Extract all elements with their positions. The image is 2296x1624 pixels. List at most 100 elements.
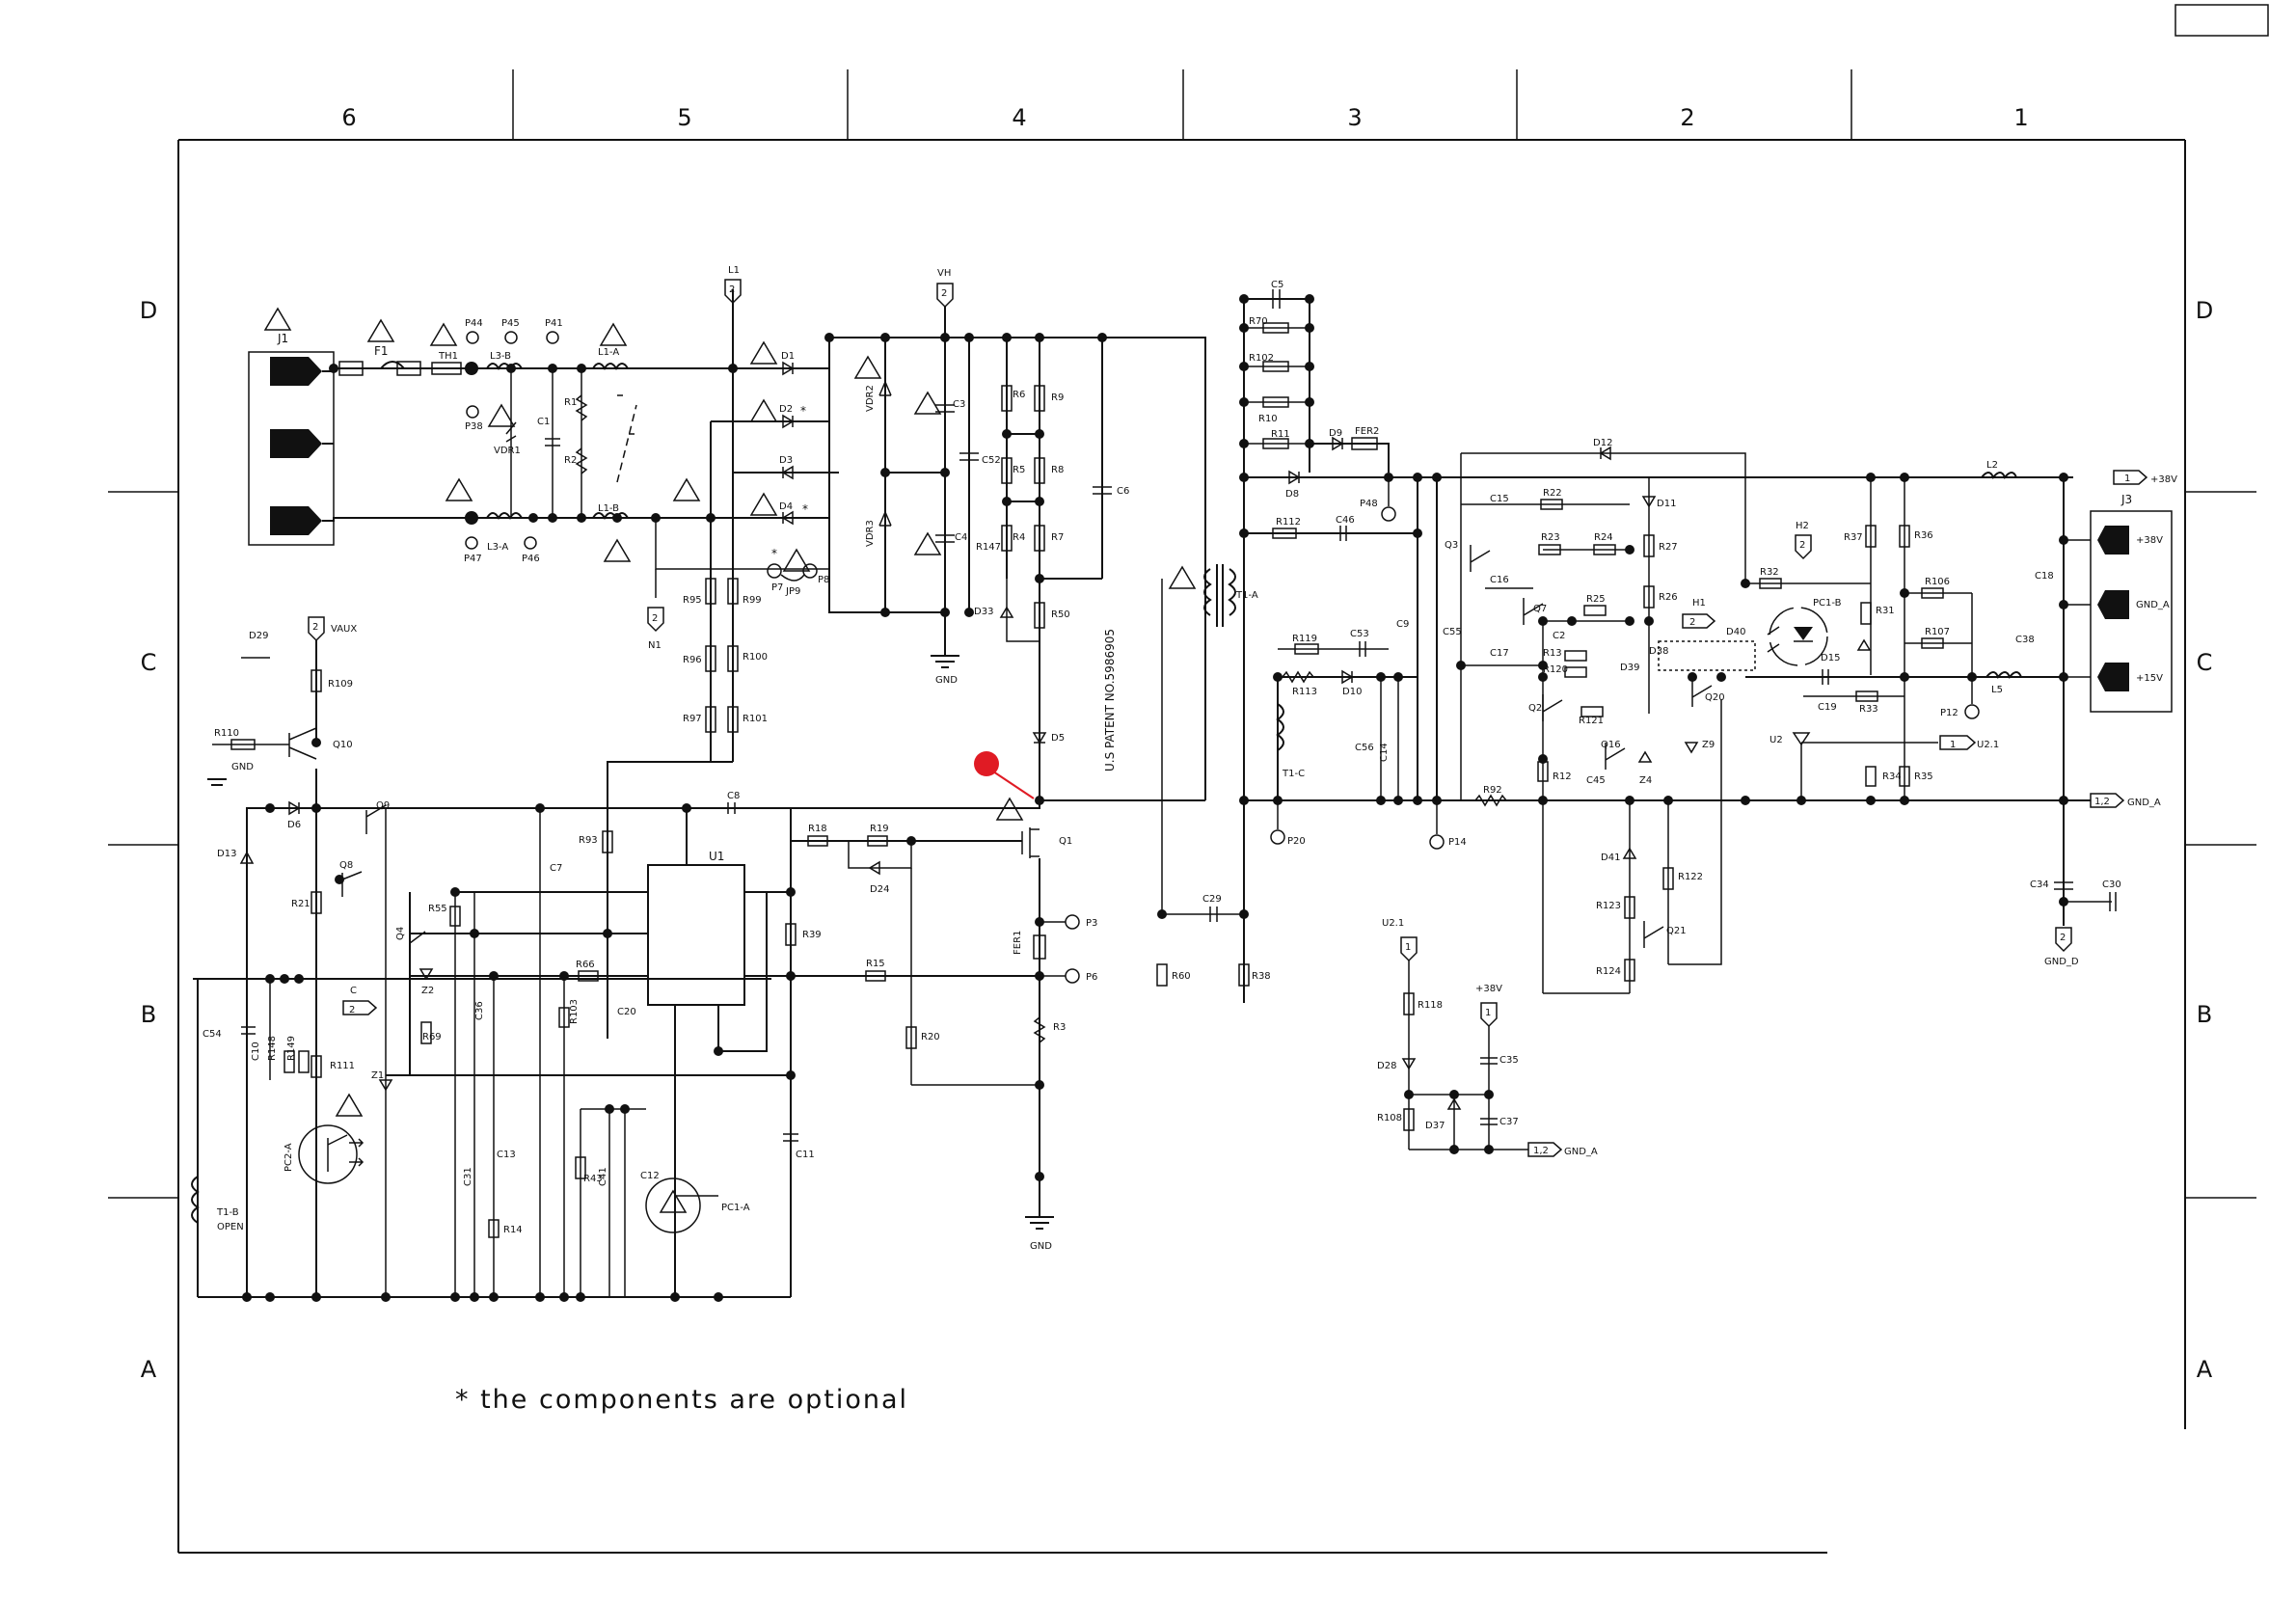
- zone-row-d-right: D: [2196, 297, 2213, 324]
- c20-label: C20: [617, 1007, 636, 1017]
- j3-pin-2-label: GND_A: [2136, 600, 2170, 610]
- resistor-r9: [1034, 385, 1045, 412]
- r55-label: R55: [428, 904, 447, 914]
- c12-label: C12: [640, 1171, 660, 1181]
- c53-label: C53: [1350, 629, 1369, 639]
- j1-pin-1[interactable]: [270, 357, 322, 386]
- diode-d11: [1641, 496, 1657, 508]
- h2-label: H2: [1796, 521, 1809, 531]
- resistor-r7: [1034, 525, 1045, 552]
- r26-label: R26: [1659, 592, 1678, 603]
- r37-label: R37: [1844, 532, 1863, 543]
- r11-label: R11: [1271, 429, 1290, 440]
- j1-pin-3[interactable]: [270, 506, 322, 535]
- r96-label: R96: [683, 655, 702, 665]
- r103-label: R103: [569, 999, 580, 1024]
- testpoint-p7[interactable]: [767, 563, 782, 579]
- j1-pin-2[interactable]: [270, 429, 322, 458]
- vdr3-label: VDR3: [865, 520, 876, 547]
- j3-pin-3[interactable]: [2097, 663, 2129, 691]
- testpoint-p20[interactable]: [1270, 829, 1285, 845]
- varistor-vdr1: [505, 421, 517, 443]
- r39-label: R39: [802, 930, 822, 940]
- resistor-r118: [1403, 992, 1415, 1015]
- marker-dot[interactable]: [974, 751, 999, 776]
- r7-label: R7: [1051, 532, 1064, 543]
- c35-label: C35: [1499, 1055, 1519, 1066]
- c37-label: C37: [1499, 1117, 1519, 1127]
- input-section: J1 F1 TH1 P44 P38 P47 L3-B L3-A VDR1 P45…: [248, 318, 829, 564]
- j3-pin-2[interactable]: [2097, 590, 2129, 619]
- r110-label: R110: [214, 728, 239, 739]
- transistor-q8: [341, 871, 363, 897]
- resistor-r26: [1643, 585, 1655, 609]
- testpoint-p46[interactable]: [524, 536, 537, 550]
- connector-j1[interactable]: [248, 351, 335, 546]
- testpoint-p41[interactable]: [546, 331, 559, 344]
- r13-label: R13: [1543, 648, 1562, 659]
- q16-label: Q16: [1601, 740, 1621, 750]
- r69-label: R69: [422, 1032, 442, 1042]
- r2-label: R2: [564, 455, 577, 466]
- resistor-r100: [727, 645, 739, 672]
- resistor-r109: [311, 669, 322, 692]
- c45-label: C45: [1586, 775, 1606, 786]
- gndd-label: GND_D: [2044, 957, 2079, 967]
- f1-label: F1: [374, 344, 389, 358]
- r60-label: R60: [1172, 971, 1191, 982]
- resistor-r2: [575, 447, 588, 474]
- testpoint-p14[interactable]: [1429, 834, 1445, 850]
- mosfet-q1: [1021, 827, 1040, 858]
- testpoint-p12[interactable]: [1964, 704, 1980, 719]
- flag-gnda-right: [2090, 793, 2125, 808]
- r107-label: R107: [1925, 627, 1950, 637]
- r6-label: R6: [1013, 390, 1025, 400]
- resistor-r24: [1593, 544, 1616, 555]
- pc1b-label: PC1-B: [1813, 598, 1842, 609]
- optocoupler-pc1a: [645, 1177, 701, 1233]
- flag-c: [342, 1000, 378, 1015]
- resistor-r32: [1759, 578, 1782, 589]
- resistor-r22: [1540, 499, 1563, 510]
- resistor-r101: [727, 706, 739, 733]
- testpoint-p3[interactable]: [1065, 914, 1080, 930]
- d6-label: D6: [287, 820, 301, 830]
- testpoint-p38[interactable]: [466, 405, 479, 419]
- testpoint-p8[interactable]: [802, 563, 818, 579]
- flag-h1-number: 2: [1689, 617, 1695, 628]
- r36-label: R36: [1914, 530, 1933, 541]
- testpoint-p47[interactable]: [465, 536, 478, 550]
- resistor-r36: [1899, 525, 1910, 548]
- testpoint-p45[interactable]: [504, 331, 518, 344]
- c7-label: C7: [550, 863, 562, 874]
- r8-label: R8: [1051, 465, 1064, 475]
- testpoint-p48[interactable]: [1381, 506, 1396, 522]
- testpoint-p6[interactable]: [1065, 968, 1080, 984]
- q20-label: Q20: [1705, 692, 1725, 703]
- zone-row-c-left: C: [141, 649, 157, 676]
- d11-label: D11: [1657, 499, 1676, 509]
- resistor-r111: [311, 1055, 322, 1078]
- transistor-q20: [1691, 680, 1713, 707]
- connector-j3[interactable]: [2090, 510, 2173, 713]
- j3-pin-1[interactable]: [2097, 526, 2129, 555]
- resistor-r92: [1474, 794, 1507, 807]
- inductor-l1a: [592, 363, 629, 370]
- testpoint-p44[interactable]: [466, 331, 479, 344]
- winding-t1c: [1276, 703, 1284, 751]
- c29-label: C29: [1202, 894, 1222, 905]
- flag-plus38-aux: [1480, 1002, 1498, 1028]
- resistor-r121: [1580, 706, 1604, 717]
- r27-label: R27: [1659, 542, 1678, 553]
- q4-label: Q4: [395, 927, 406, 940]
- r120-label: R120: [1543, 664, 1568, 675]
- diode-d10: [1341, 669, 1354, 685]
- zone-row-b-right: B: [2197, 1001, 2212, 1028]
- p45-label: P45: [501, 318, 520, 329]
- d41-label: D41: [1601, 853, 1620, 863]
- d24-label: D24: [870, 884, 889, 895]
- d15-label: D15: [1821, 653, 1840, 663]
- resistor-r19: [867, 835, 888, 847]
- d2-label: D2: [779, 404, 793, 415]
